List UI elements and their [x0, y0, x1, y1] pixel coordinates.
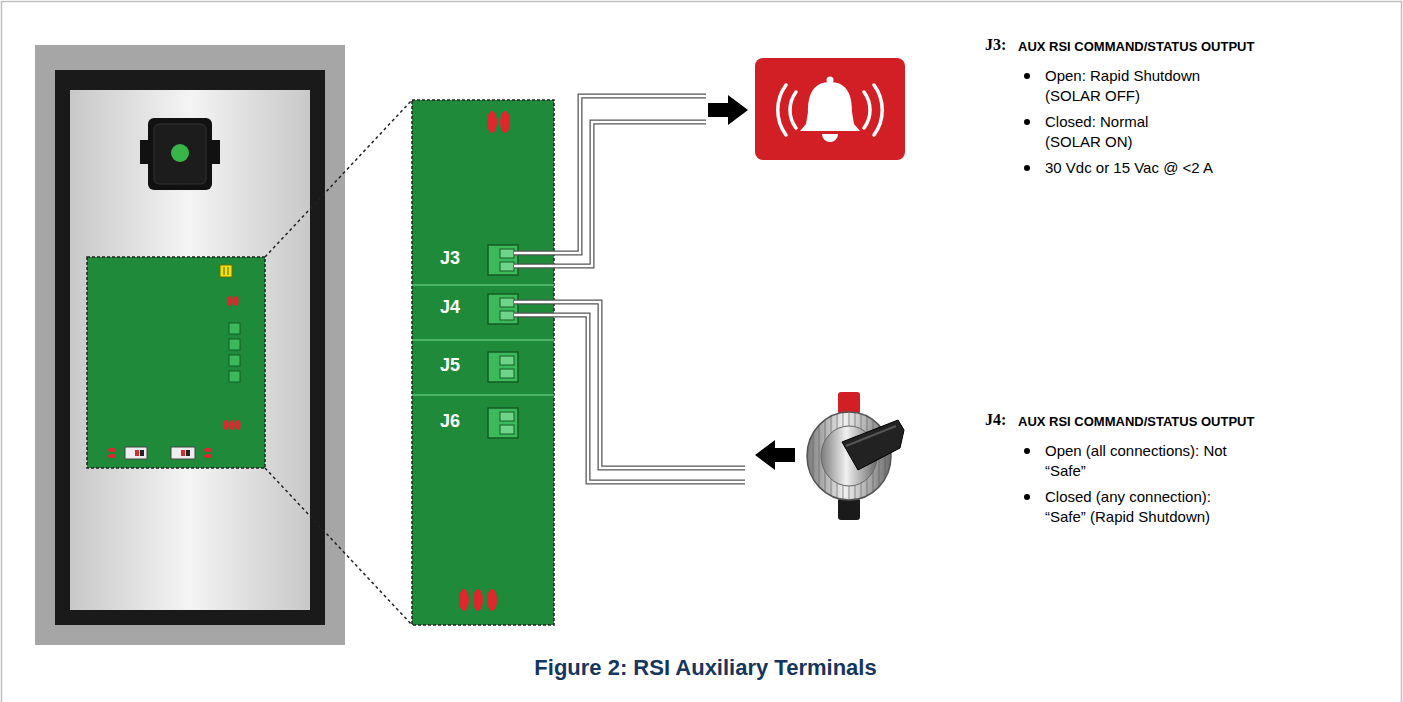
bullet-text: Closed (any connection): “Safe” (Rapid S… — [1045, 487, 1240, 527]
bullet-text: Open (all connections): Not “Safe” — [1045, 441, 1230, 481]
section-heading: AUX RSI COMMAND/STATUS OUTPUT — [1018, 37, 1254, 57]
rotary-switch — [807, 392, 904, 520]
bullet-text: 30 Vdc or 15 Vac @ <2 A — [1045, 158, 1305, 178]
terminal-block — [488, 408, 518, 438]
terminal-block — [488, 294, 518, 324]
zoom-line — [265, 100, 412, 257]
bullet-text: Closed: Normal (SOLAR ON) — [1045, 112, 1195, 152]
terminal-name: J4: — [985, 410, 1006, 430]
terminal-label: J5 — [440, 355, 460, 375]
section-heading: AUX RSI COMMAND/STATUS OUTPUT — [1018, 412, 1254, 432]
terminal-label: J3 — [440, 248, 460, 268]
terminal-label: J6 — [440, 411, 460, 431]
terminal-block — [488, 352, 518, 382]
wire-pair — [514, 302, 745, 482]
bullet-text: Open: Rapid Shutdown (SOLAR OFF) — [1045, 66, 1245, 106]
alarm-bell-icon — [755, 58, 905, 160]
arrow-left — [755, 440, 795, 470]
rsi-device — [35, 45, 345, 645]
terminal-label: J4 — [440, 297, 460, 317]
wire-pair — [514, 96, 706, 266]
arrow-right — [708, 95, 748, 125]
terminal-name: J3: — [985, 35, 1006, 55]
zoom-line — [265, 468, 412, 625]
terminal-block — [488, 245, 518, 275]
bullet — [1024, 73, 1030, 500]
terminal-strip — [412, 100, 554, 625]
figure-caption: Figure 2: RSI Auxiliary Terminals — [4, 658, 1403, 678]
